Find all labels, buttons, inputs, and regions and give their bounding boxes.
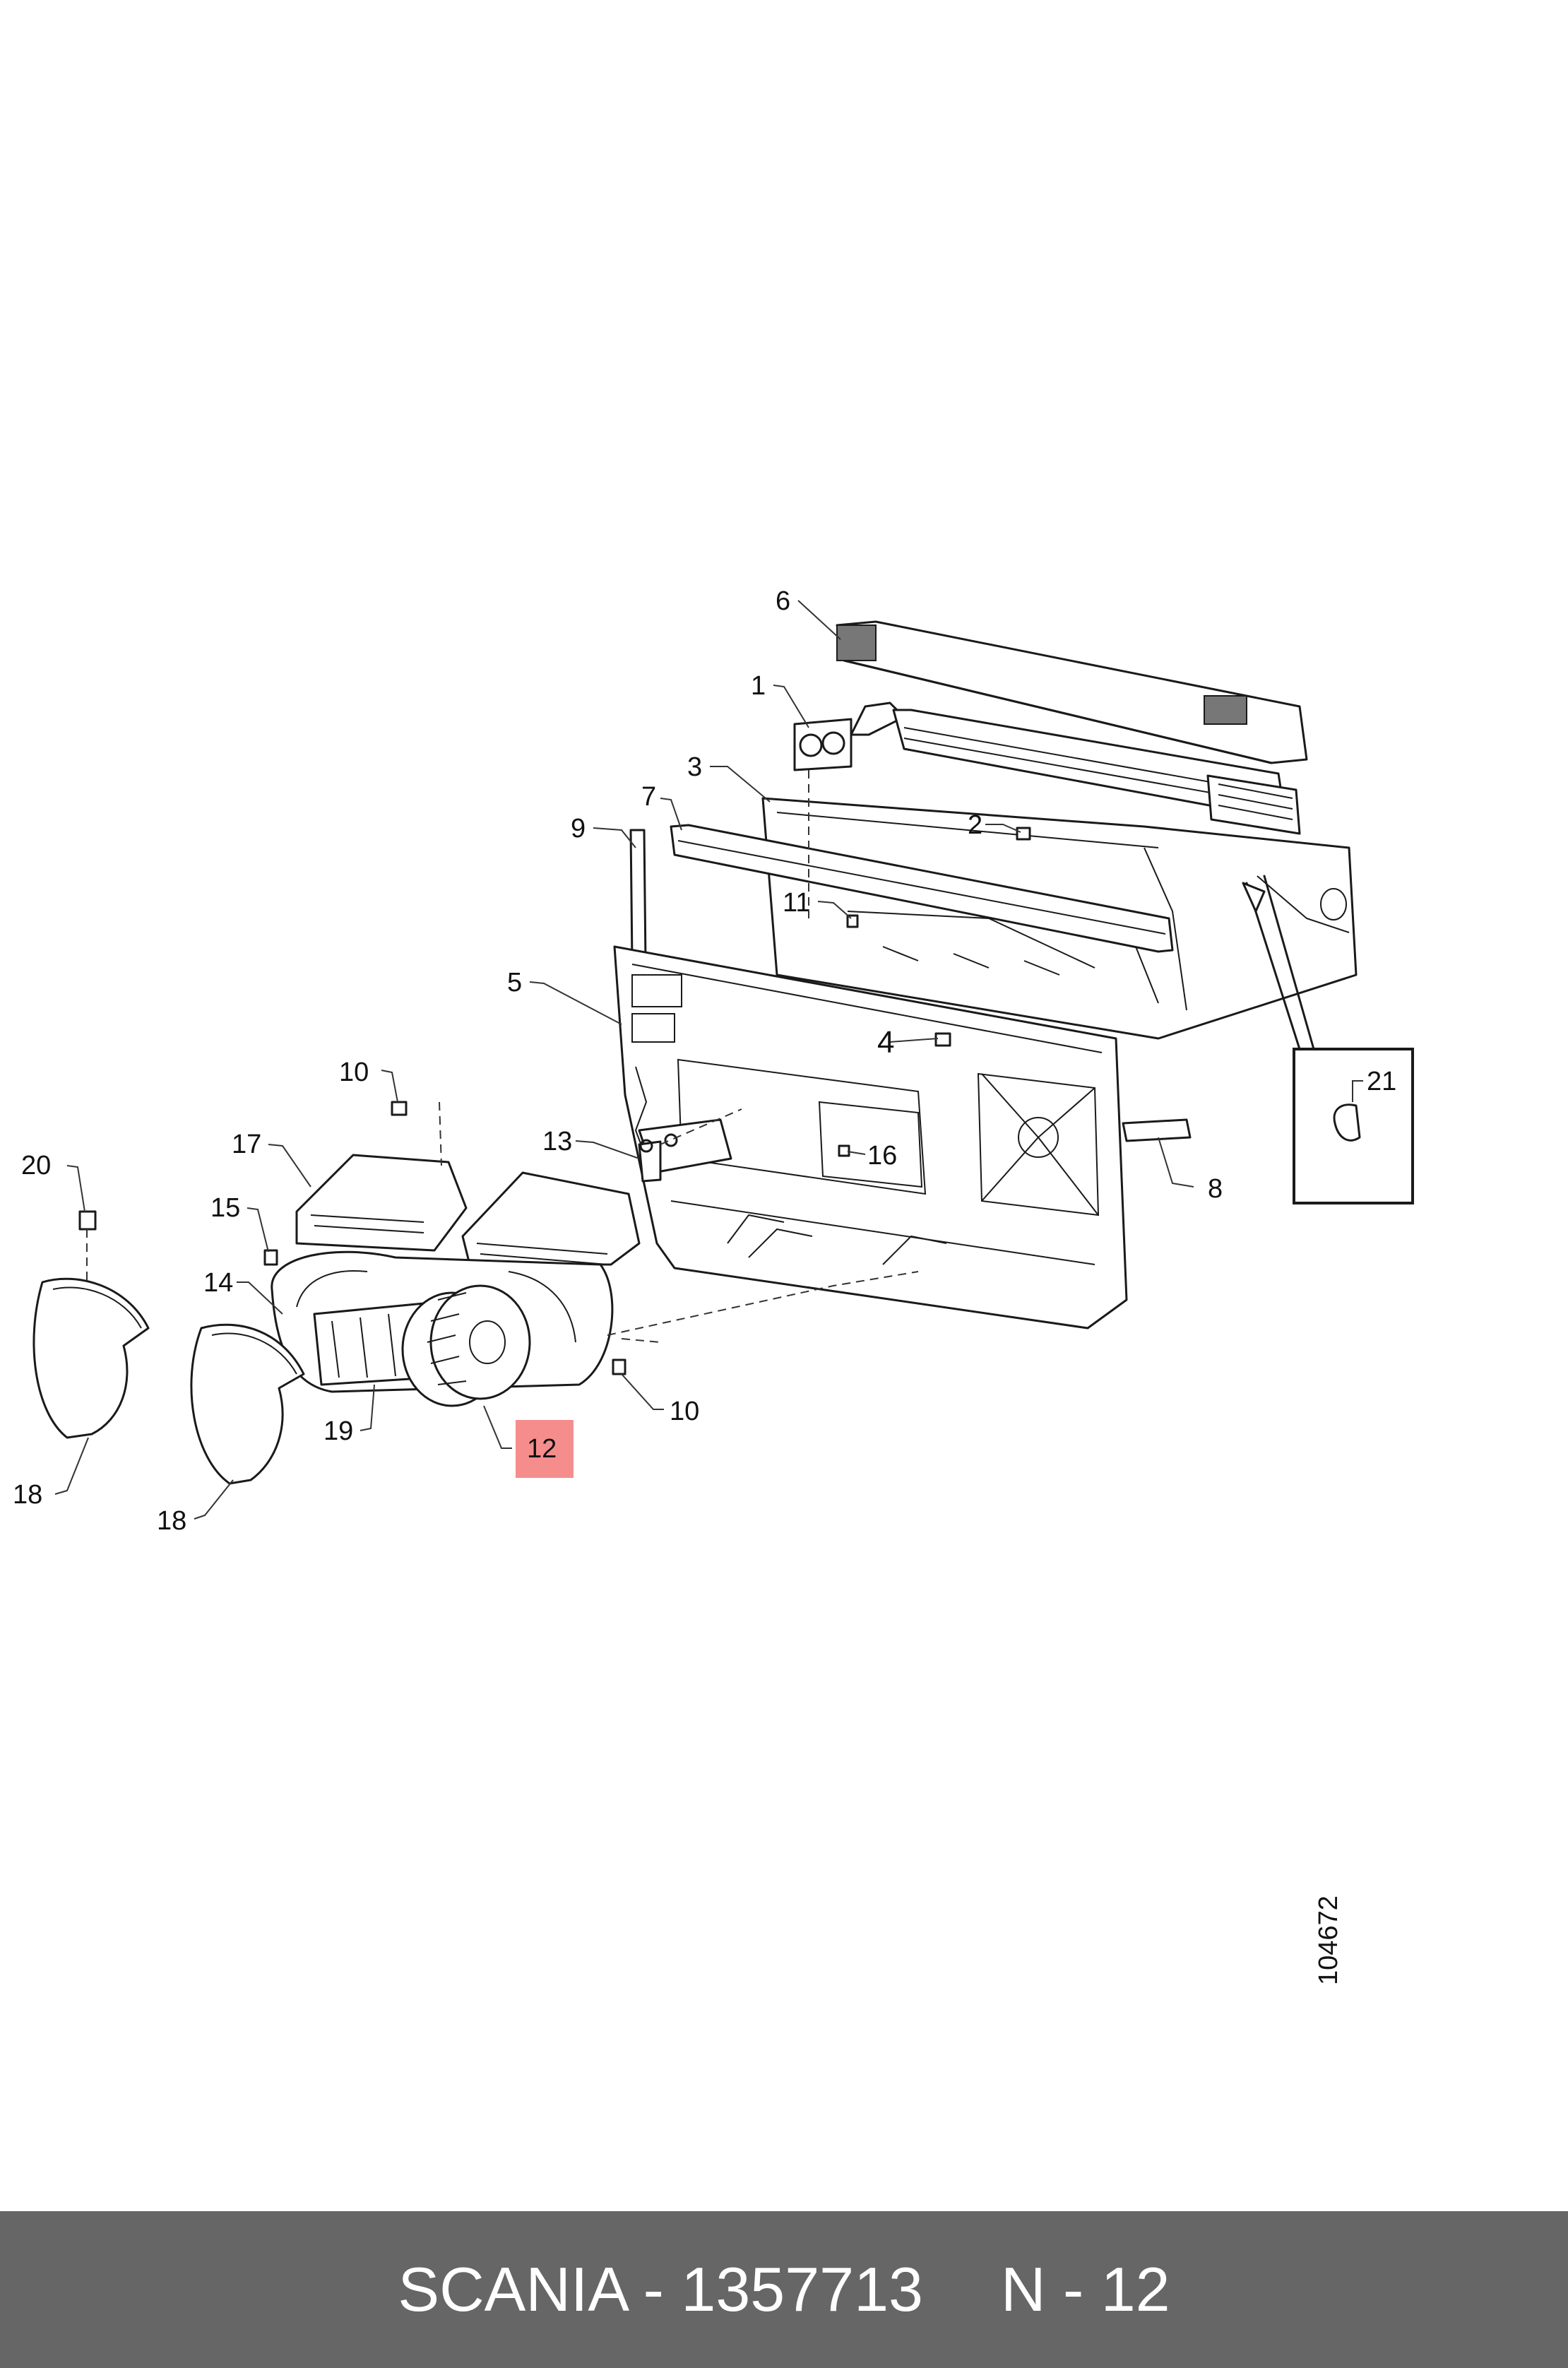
callout-10-bottom: 10 bbox=[670, 1397, 699, 1426]
leader-lines bbox=[54, 600, 1194, 1520]
callout-19: 19 bbox=[323, 1416, 353, 1446]
callout-5: 5 bbox=[507, 968, 522, 997]
callout-labels: 6 1 3 7 9 2 11 5 4 21 10 13 16 17 20 8 1… bbox=[13, 586, 1396, 1985]
drawing-number: 104672 bbox=[1314, 1895, 1343, 1985]
part-number-label: SCANIA - 1357713 bbox=[398, 2254, 923, 2324]
part-18-covers bbox=[32, 1277, 305, 1485]
callout-13: 13 bbox=[542, 1127, 572, 1156]
callout-21: 21 bbox=[1367, 1067, 1396, 1096]
callout-18-right: 18 bbox=[157, 1506, 186, 1536]
callout-7: 7 bbox=[641, 782, 656, 812]
part-footer-bar: SCANIA - 1357713 N - 12 bbox=[0, 2211, 1568, 2368]
callout-8: 8 bbox=[1208, 1174, 1223, 1204]
part-12-fan-wheel bbox=[401, 1284, 531, 1407]
part-7-gasket-strip bbox=[670, 824, 1174, 953]
callout-20: 20 bbox=[21, 1151, 51, 1180]
screws-small bbox=[838, 827, 1031, 1157]
part-13-resistor-block bbox=[638, 1118, 732, 1183]
part-8-strip bbox=[1122, 1118, 1192, 1142]
callout-14: 14 bbox=[203, 1268, 233, 1298]
part-6-seal-strip bbox=[836, 620, 1308, 764]
callout-6: 6 bbox=[776, 586, 790, 616]
assembly-lines bbox=[86, 770, 919, 1343]
callout-1: 1 bbox=[751, 671, 766, 701]
callout-15: 15 bbox=[210, 1193, 240, 1223]
part-19-motor bbox=[313, 1302, 432, 1386]
part-5-main-housing bbox=[613, 945, 1128, 1330]
callout-11: 11 bbox=[783, 888, 810, 918]
part-1-heater-core bbox=[793, 701, 1301, 835]
callout-3: 3 bbox=[687, 752, 702, 782]
exploded-parts-diagram: 6 1 3 7 9 2 11 5 4 21 10 13 16 17 20 8 1… bbox=[13, 586, 1414, 1985]
callout-18-left: 18 bbox=[13, 1480, 42, 1510]
callout-9: 9 bbox=[571, 814, 586, 843]
callout-12: 12 bbox=[527, 1434, 557, 1464]
callout-16: 16 bbox=[867, 1141, 897, 1171]
callout-2: 2 bbox=[968, 810, 982, 840]
part-17-air-ducts bbox=[295, 1154, 641, 1266]
detail-inset-box bbox=[1242, 875, 1414, 1204]
fasteners bbox=[78, 1101, 626, 1375]
callout-12-highlight bbox=[516, 1420, 574, 1478]
position-label: N - 12 bbox=[1000, 2254, 1170, 2324]
callout-17: 17 bbox=[232, 1130, 261, 1159]
callout-4: 4 bbox=[877, 1025, 894, 1060]
callout-10-top: 10 bbox=[339, 1058, 369, 1087]
